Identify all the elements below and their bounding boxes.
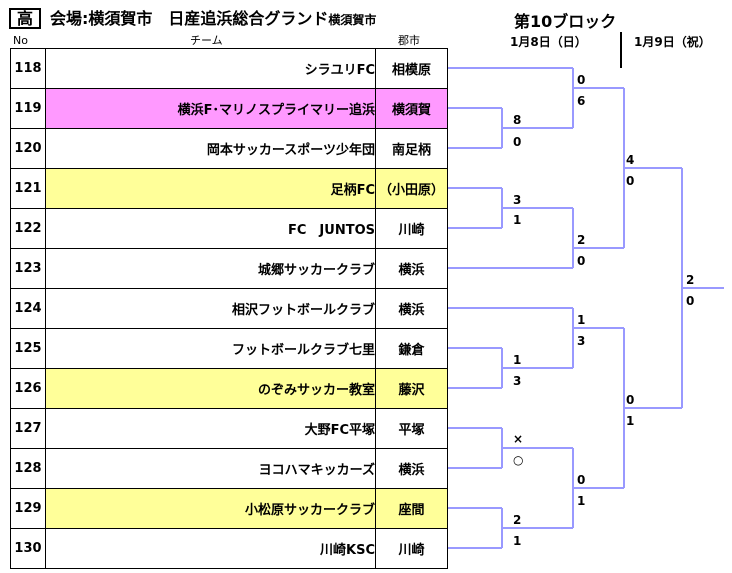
venue-city: 横須賀市	[328, 13, 377, 27]
team-name: 小松原サッカークラブ	[45, 488, 376, 529]
match-score: 8	[513, 113, 522, 127]
match-score: 2	[577, 233, 586, 247]
team-name: 足柄FC	[45, 168, 376, 209]
team-name: 岡本サッカースポーツ少年団	[45, 128, 376, 169]
team-number: 126	[10, 368, 46, 409]
team-city: （小田原）	[375, 168, 448, 209]
match-score: 0	[577, 254, 586, 268]
team-city: 横浜	[375, 248, 448, 289]
match-score: 1	[626, 414, 635, 428]
team-name: のぞみサッカー教室	[45, 368, 376, 409]
column-header-no: No	[13, 34, 28, 47]
match-score: 1	[577, 313, 586, 327]
team-name: FC JUNTOS	[45, 208, 376, 249]
team-city: 平塚	[375, 408, 448, 449]
match-score: 0	[626, 393, 635, 407]
match-score: 3	[577, 334, 586, 348]
category-badge: 高	[9, 8, 41, 29]
venue-title: 会場:横須賀市 日産追浜総合グランド横須賀市	[50, 8, 376, 31]
match-score: 0	[577, 73, 586, 87]
venue-label: 会場:	[50, 9, 89, 28]
match-score: 4	[626, 153, 635, 167]
team-number: 118	[10, 48, 46, 89]
team-name: 横浜F･マリノスプライマリー追浜	[45, 88, 376, 129]
team-number: 119	[10, 88, 46, 129]
team-number: 121	[10, 168, 46, 209]
match-score: 1	[513, 353, 522, 367]
match-score: ×	[513, 432, 524, 446]
match-score: 0	[686, 294, 695, 308]
team-city: 横浜	[375, 448, 448, 489]
team-name: 川崎KSC	[45, 528, 376, 569]
date-day1: 1月8日（日）	[510, 35, 587, 49]
venue-name: 横須賀市 日産追浜総合グランド	[88, 9, 329, 28]
team-city: 藤沢	[375, 368, 448, 409]
team-number: 129	[10, 488, 46, 529]
match-score: 2	[686, 273, 695, 287]
team-name: シラユリFC	[45, 48, 376, 89]
match-score: 1	[513, 534, 522, 548]
match-score: ○	[513, 453, 524, 467]
match-score: 0	[513, 135, 522, 149]
column-header-city: 郡市	[398, 34, 420, 47]
team-city: 横浜	[375, 288, 448, 329]
team-city: 南足柄	[375, 128, 448, 169]
team-city: 川崎	[375, 208, 448, 249]
match-score: 0	[577, 473, 586, 487]
team-number: 124	[10, 288, 46, 329]
team-number: 125	[10, 328, 46, 369]
date-day2: 1月9日（祝）	[634, 35, 711, 49]
block-title: 第10ブロック	[514, 12, 617, 31]
match-score: 1	[577, 494, 586, 508]
team-name: 城郷サッカークラブ	[45, 248, 376, 289]
team-city: 相模原	[375, 48, 448, 89]
date-divider	[620, 32, 622, 68]
match-score: 6	[577, 94, 586, 108]
team-name: 相沢フットボールクラブ	[45, 288, 376, 329]
team-city: 川崎	[375, 528, 448, 569]
match-score: 0	[626, 174, 635, 188]
team-number: 130	[10, 528, 46, 569]
match-score: 2	[513, 513, 522, 527]
team-city: 横須賀	[375, 88, 448, 129]
match-score: 1	[513, 213, 522, 227]
match-score: 3	[513, 193, 522, 207]
column-header-team: チーム	[190, 34, 223, 47]
match-score: 3	[513, 374, 522, 388]
